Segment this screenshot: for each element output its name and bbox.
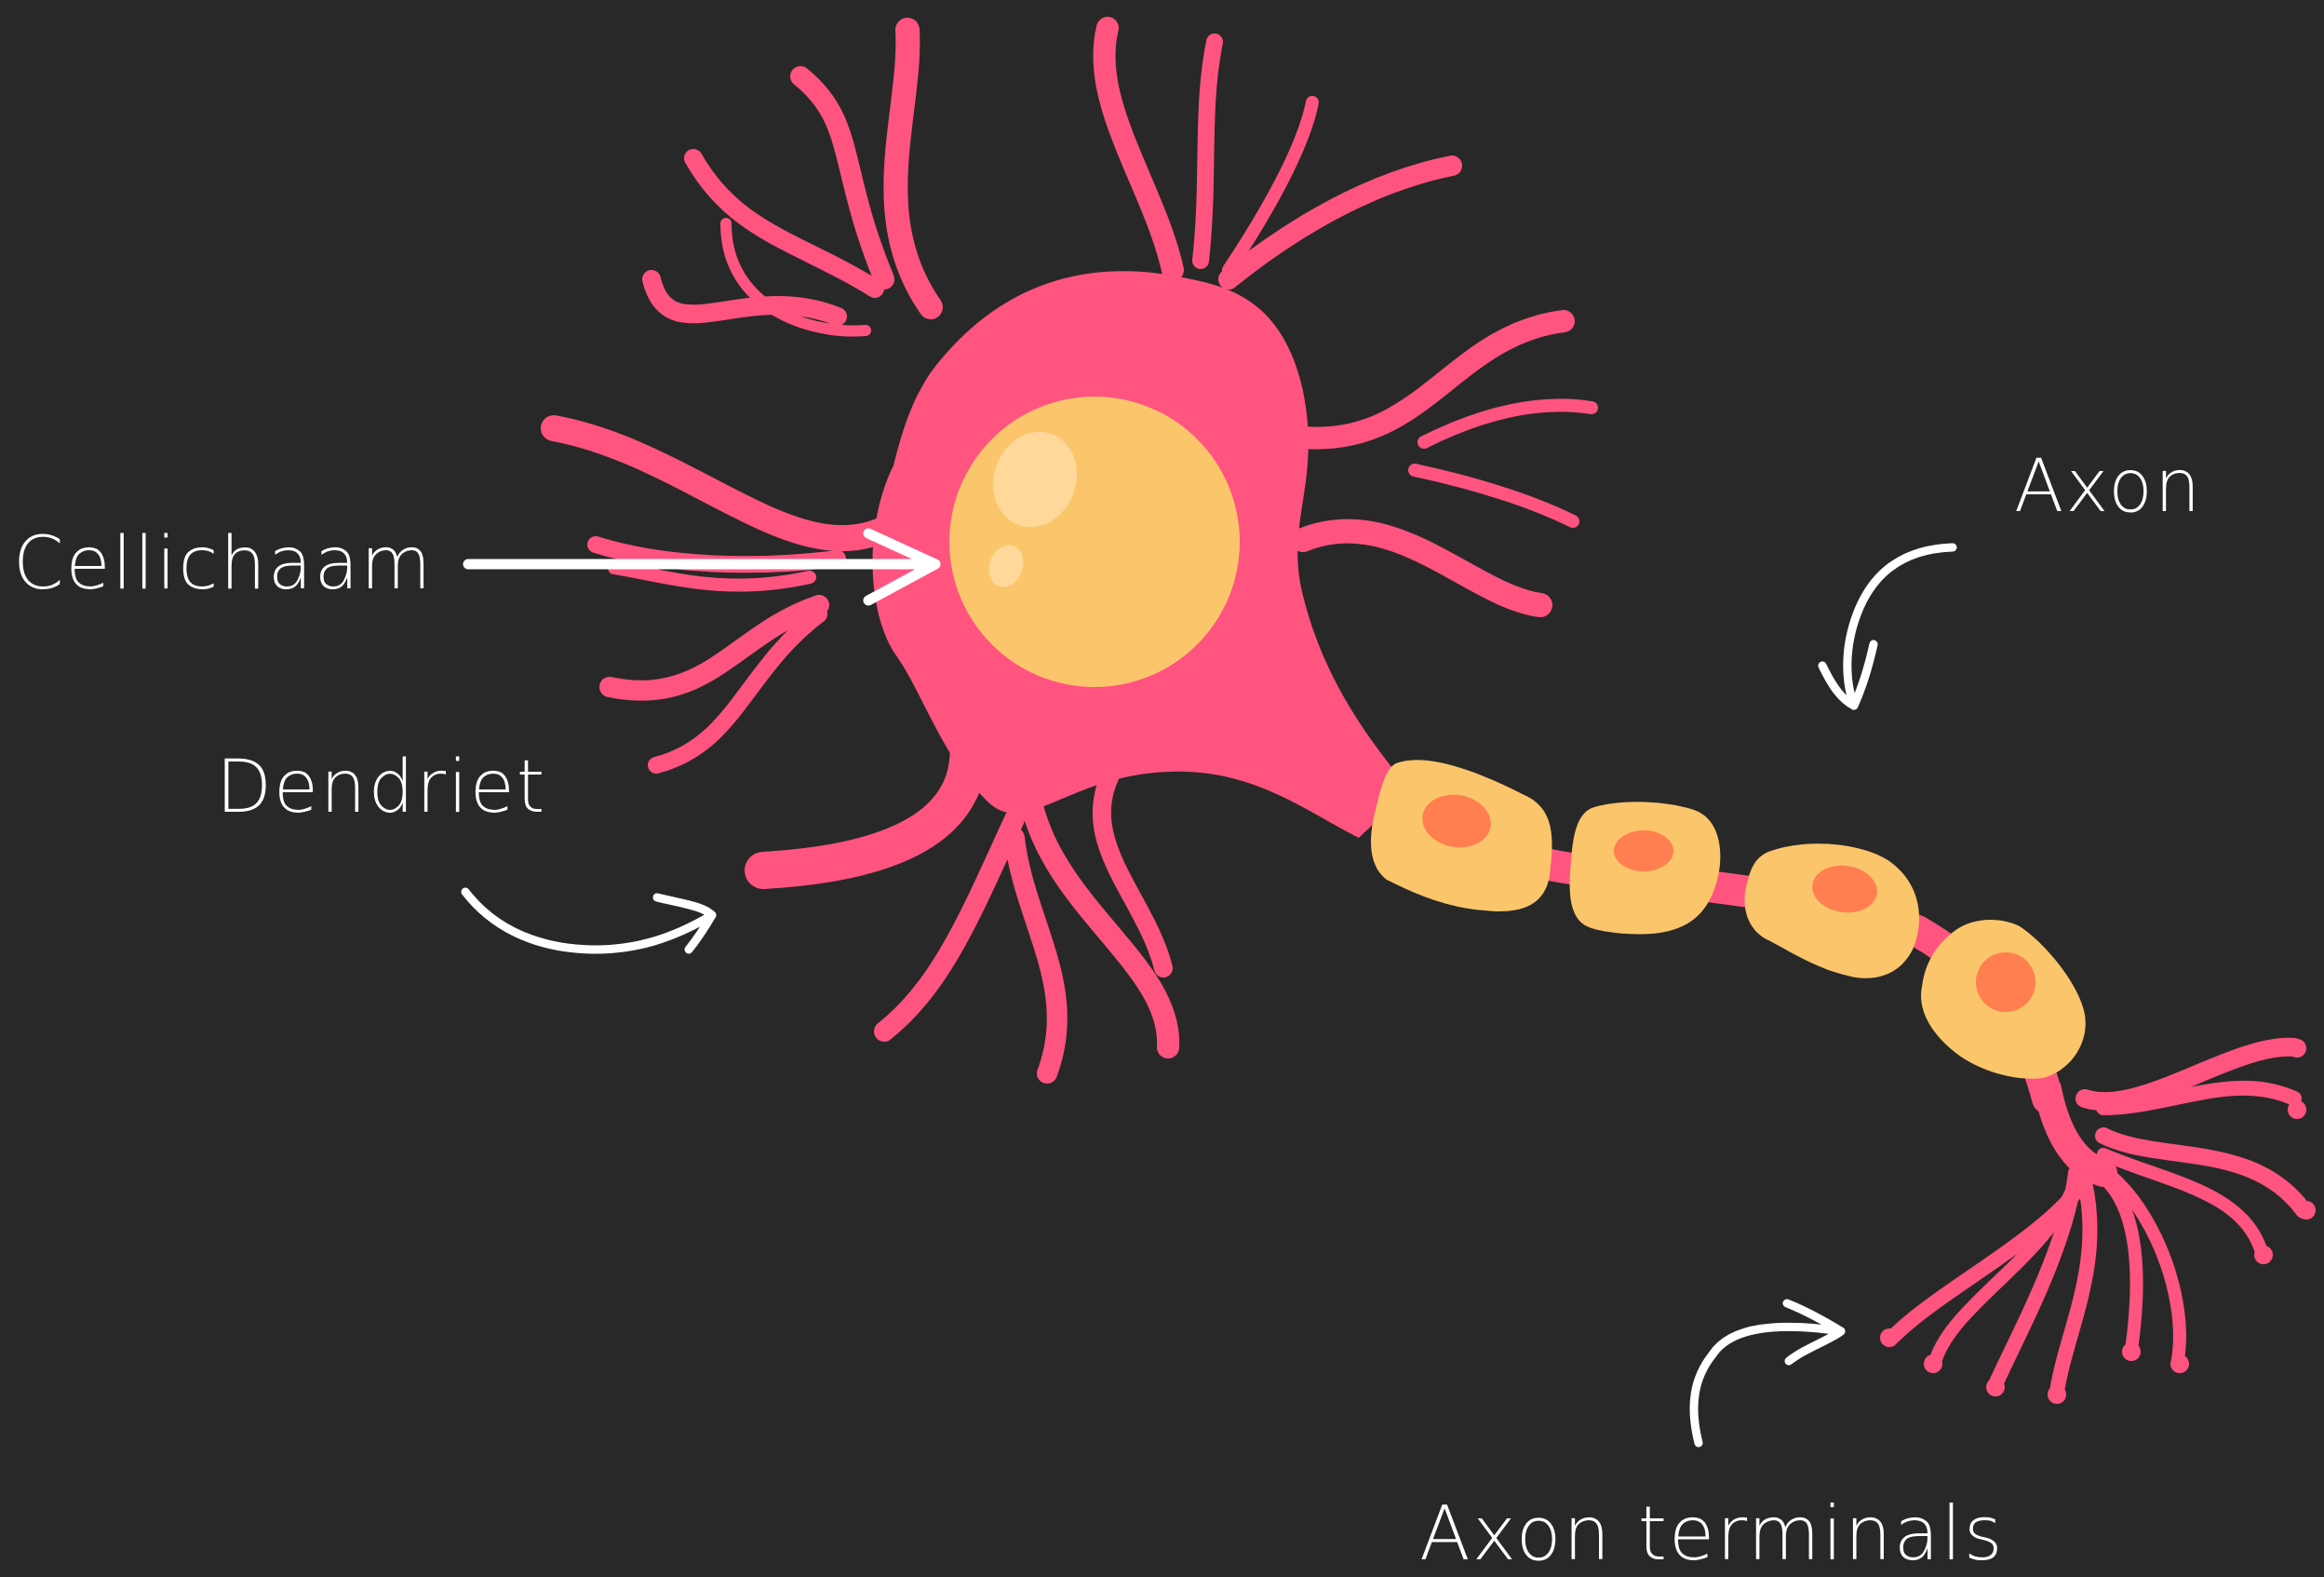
terminal-bouton <box>2288 1039 2306 1058</box>
terminal-bouton <box>2170 1355 2189 1373</box>
terminal-bouton <box>2122 1342 2141 1361</box>
dendrite-branch <box>1424 405 1592 442</box>
terminal-bouton <box>1880 1328 1899 1347</box>
axon-arrow <box>1822 547 1953 706</box>
myelin-nucleus <box>1614 830 1673 871</box>
dendrite-branch <box>554 428 921 538</box>
terminal-bouton <box>2288 1100 2306 1119</box>
dendrite-branch <box>1104 28 1173 270</box>
terminal-bouton <box>2254 1246 2273 1264</box>
axon-label: Axon <box>2014 451 2202 523</box>
terminal-bouton <box>2048 1385 2066 1404</box>
nucleus <box>949 397 1240 687</box>
terminal-bouton <box>1986 1378 2005 1396</box>
dendrite-branch <box>1201 42 1215 261</box>
axon-terminals-arrow <box>1694 1303 1841 1443</box>
dendrite-label: Dendriet <box>216 751 546 824</box>
dendrite-branch <box>1303 321 1564 438</box>
axon-terminals-label: Axon terminals <box>1419 1497 2005 1571</box>
myelin-sheath <box>1371 760 2086 1078</box>
dendrite-branch <box>895 30 931 307</box>
dendrite-branch <box>1303 532 1540 605</box>
terminal-branch <box>1894 1164 2094 1336</box>
cell-body-label: Cellichaam <box>13 528 433 600</box>
axon-terminals <box>1880 1039 2316 1404</box>
myelin-nucleus <box>1976 952 2035 1012</box>
dendrite-arrow <box>465 892 712 950</box>
dendrite-branch <box>1415 470 1573 521</box>
terminal-bouton <box>2297 1201 2316 1220</box>
myelin-segment <box>1744 843 1919 978</box>
terminal-bouton <box>1924 1355 1942 1373</box>
